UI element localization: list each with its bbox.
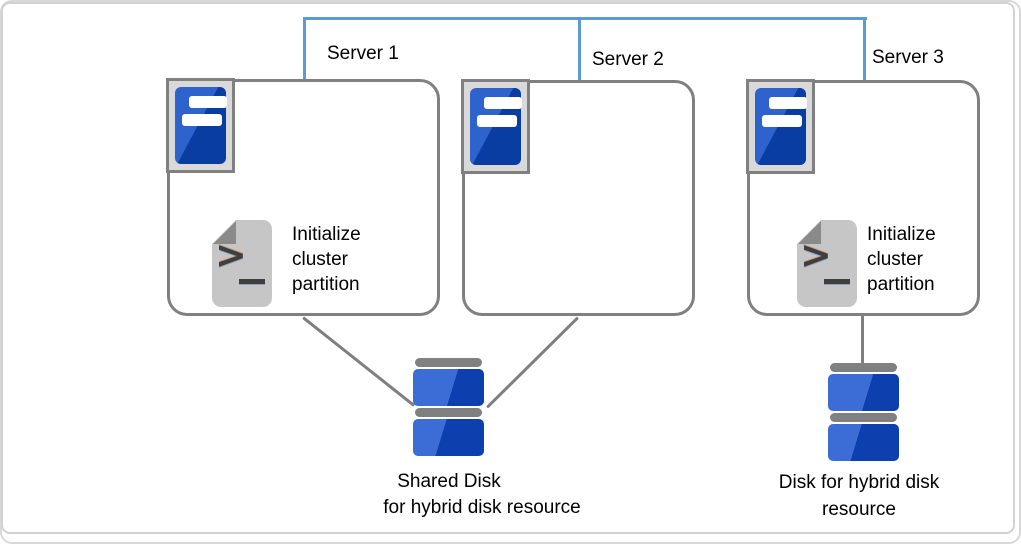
disk-platter xyxy=(413,419,484,456)
disk-platter xyxy=(413,369,484,406)
server-tower-icon xyxy=(166,78,235,173)
disk-cap xyxy=(830,363,897,372)
server-tower-slot xyxy=(477,115,517,127)
server2-label: Server 2 xyxy=(592,49,664,70)
disk-cap xyxy=(830,413,897,422)
server3-script-note: Initialize cluster partition xyxy=(867,224,936,295)
disk-cap xyxy=(415,358,482,367)
shell-prompt-glyph: > xyxy=(215,233,247,277)
shell-prompt-glyph: > xyxy=(800,233,832,277)
disk-platter xyxy=(828,374,899,411)
disk-platter xyxy=(828,424,899,461)
server-tower-slot xyxy=(182,114,222,126)
server-tower-body xyxy=(175,87,227,164)
shared-disk-caption-line1: Shared Disk xyxy=(397,471,501,492)
shell-script-file-icon: > xyxy=(212,220,272,307)
shell-script-file-icon: > xyxy=(797,220,857,307)
diagram-canvas-border xyxy=(1,2,1015,534)
disk-stack-icon xyxy=(828,363,900,461)
server-tower-icon xyxy=(746,79,815,174)
server1-script-note: Initialize cluster partition xyxy=(292,224,361,295)
server1-label: Server 1 xyxy=(327,43,399,64)
hybrid-disk-caption-line1: Disk for hybrid disk xyxy=(778,472,940,493)
interconnect-line-horizontal xyxy=(303,17,867,20)
server-tower-slot xyxy=(189,96,227,108)
link-server3-hybrid-disk xyxy=(861,316,864,365)
shell-cursor-glyph xyxy=(239,279,265,284)
interconnect-drop-server2 xyxy=(578,17,581,81)
server-tower-body xyxy=(470,88,522,165)
server-tower-icon xyxy=(461,79,530,174)
hybrid-disk-caption-line2: resource xyxy=(822,499,896,520)
interconnect-drop-server1 xyxy=(303,17,306,81)
server2-box xyxy=(462,80,695,316)
shell-cursor-glyph xyxy=(824,279,850,284)
shared-disk-caption-line2: for hybrid disk resource xyxy=(383,497,581,518)
server-tower-slot xyxy=(762,115,802,127)
server3-label: Server 3 xyxy=(872,47,944,68)
server-tower-slot xyxy=(484,97,522,109)
server-tower-slot xyxy=(769,97,807,109)
disk-stack-icon xyxy=(413,358,485,456)
disk-cap xyxy=(415,408,482,417)
interconnect-drop-server3 xyxy=(863,17,866,81)
server-tower-body xyxy=(755,88,807,165)
